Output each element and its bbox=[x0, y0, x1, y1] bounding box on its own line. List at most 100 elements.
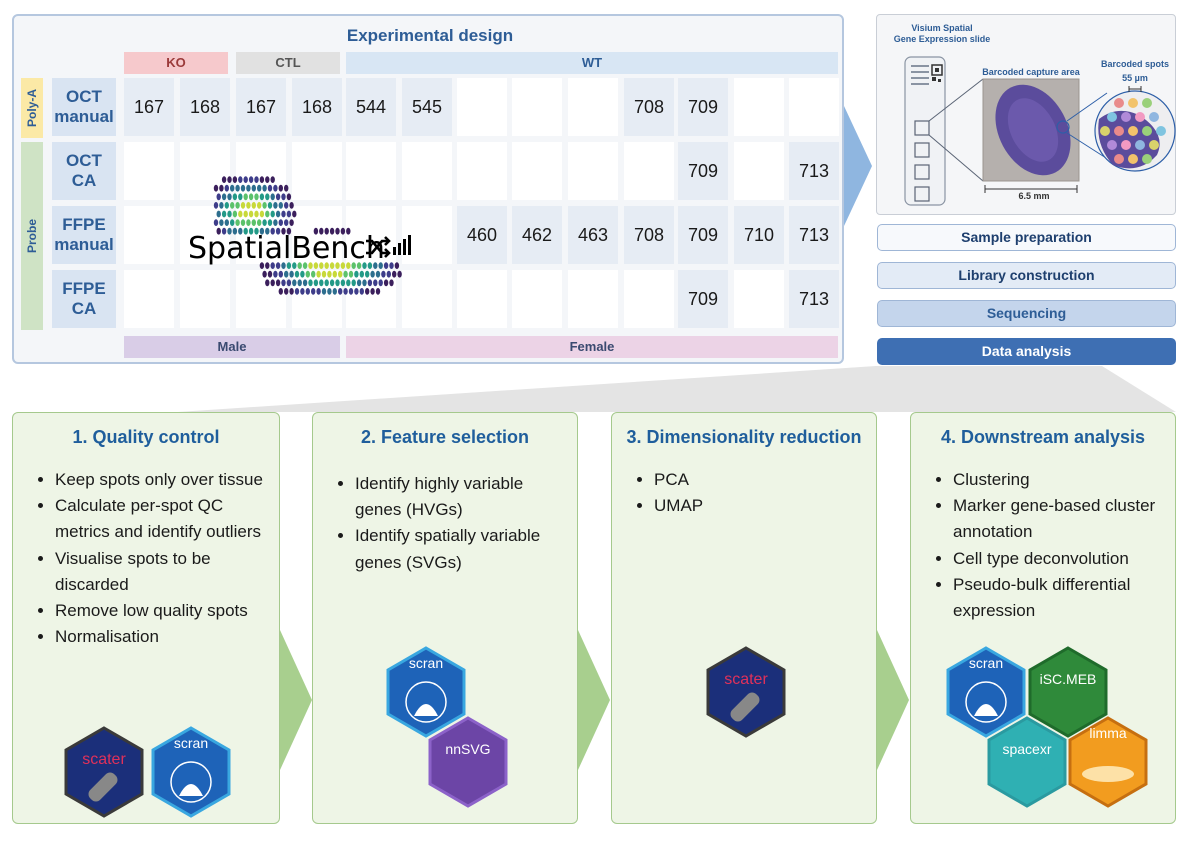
arrow-qc-to-fs bbox=[280, 630, 312, 770]
capture-square-1 bbox=[914, 120, 930, 136]
scran-hex-logo: scran bbox=[151, 726, 231, 818]
design-cell bbox=[568, 142, 618, 200]
card-title: 2. Feature selection bbox=[360, 427, 530, 447]
card-bullet-list: Identify highly variable genes (HVGs) Id… bbox=[333, 471, 567, 576]
footer-female: Female bbox=[346, 336, 838, 358]
list-item: Clustering bbox=[953, 467, 1165, 493]
list-item: Calculate per-spot QC metrics and identi… bbox=[55, 493, 269, 545]
design-cell bbox=[346, 142, 396, 200]
design-cell bbox=[512, 78, 562, 136]
area-size-label: 6.5 mm bbox=[1018, 191, 1050, 201]
card-quality-control: 1. Quality control Keep spots only over … bbox=[12, 412, 280, 824]
design-cell: 713 bbox=[789, 206, 839, 264]
design-cell bbox=[292, 142, 342, 200]
capture-square-4 bbox=[914, 186, 930, 202]
design-cell bbox=[624, 270, 674, 328]
isc-meb-hex-logo: iSC.MEB bbox=[1028, 646, 1108, 738]
logo-label: scran bbox=[969, 655, 1003, 671]
design-cell: 168 bbox=[292, 78, 342, 136]
logo-label: iSC.MEB bbox=[1040, 671, 1097, 687]
step-library-construction: Library construction bbox=[877, 262, 1176, 289]
design-cell: 708 bbox=[624, 78, 674, 136]
list-item: Normalisation bbox=[55, 624, 269, 650]
shuffle-icon bbox=[366, 236, 391, 258]
visium-illustration bbox=[904, 56, 1176, 206]
capture-square-3 bbox=[914, 164, 930, 180]
list-item: PCA bbox=[654, 467, 866, 493]
side-label-probe: Probe bbox=[21, 142, 43, 330]
step-data-analysis: Data analysis bbox=[877, 338, 1176, 365]
design-cell bbox=[734, 270, 784, 328]
nnsvg-hex-logo: nnSVG bbox=[428, 716, 508, 808]
logo-label: scater bbox=[82, 751, 126, 768]
bars-icon bbox=[393, 235, 411, 255]
design-cell bbox=[180, 206, 230, 264]
limma-hex-logo: limma bbox=[1068, 716, 1148, 808]
scran-hex-logo: scran bbox=[386, 646, 466, 738]
scater-hex-logo: scater bbox=[64, 726, 144, 818]
design-cell bbox=[512, 270, 562, 328]
capture-area-label: Barcoded capture area bbox=[982, 67, 1080, 77]
card-dimensionality-reduction: 3. Dimensionality reduction PCA UMAP bbox=[611, 412, 877, 824]
list-item: Keep spots only over tissue bbox=[55, 467, 269, 493]
design-cell bbox=[568, 78, 618, 136]
experimental-design-panel: Experimental design KO CTL WT Poly-A Pro… bbox=[12, 14, 844, 364]
scran-hex-logo: scran bbox=[946, 646, 1026, 738]
design-cell: 713 bbox=[789, 270, 839, 328]
card-title: 4. Downstream analysis bbox=[940, 427, 1146, 447]
design-cell: 709 bbox=[678, 206, 728, 264]
list-item: Cell type deconvolution bbox=[953, 546, 1165, 572]
design-cell bbox=[789, 78, 839, 136]
spacexr-hex-logo: spacexr bbox=[987, 716, 1067, 808]
spots-label: Barcoded spots bbox=[1100, 59, 1169, 69]
design-cell: 167 bbox=[236, 78, 286, 136]
design-cell: 167 bbox=[124, 78, 174, 136]
card-bullet-list: Keep spots only over tissue Calculate pe… bbox=[33, 467, 269, 650]
design-cell bbox=[457, 142, 507, 200]
list-item: Visualise spots to be discarded bbox=[55, 546, 269, 598]
logo-label: nnSVG bbox=[445, 741, 490, 757]
data-analysis-funnel bbox=[178, 366, 1176, 412]
design-cell: 462 bbox=[512, 206, 562, 264]
design-cell bbox=[734, 78, 784, 136]
scater-hex-logo: scater bbox=[706, 646, 786, 738]
group-ctl-header: CTL bbox=[236, 52, 340, 74]
group-wt-header: WT bbox=[346, 52, 838, 74]
design-cell: 168 bbox=[180, 78, 230, 136]
design-cell: 463 bbox=[568, 206, 618, 264]
design-cell bbox=[457, 78, 507, 136]
spatialbench-logo-text: SpatialBench bbox=[188, 231, 385, 266]
design-cell bbox=[512, 142, 562, 200]
design-cell bbox=[402, 270, 452, 328]
design-cell: 710 bbox=[734, 206, 784, 264]
logo-label: spacexr bbox=[1002, 741, 1051, 757]
design-cell: 709 bbox=[678, 270, 728, 328]
design-cell bbox=[124, 142, 174, 200]
list-item: Identify highly variable genes (HVGs) bbox=[355, 471, 567, 523]
step-sequencing: Sequencing bbox=[877, 300, 1176, 327]
design-cell: 545 bbox=[402, 78, 452, 136]
list-item: Pseudo-bulk differential expression bbox=[953, 572, 1165, 624]
design-cell bbox=[292, 206, 342, 264]
step-sample-preparation: Sample preparation bbox=[877, 224, 1176, 251]
spot-size-label: 55 µm bbox=[1122, 73, 1148, 83]
design-cell: 709 bbox=[678, 78, 728, 136]
capture-square-2 bbox=[914, 142, 930, 158]
qr-code-icon bbox=[931, 64, 943, 82]
list-item: Marker gene-based cluster annotation bbox=[953, 493, 1165, 545]
card-title: 1. Quality control bbox=[72, 427, 220, 447]
footer-male: Male bbox=[124, 336, 340, 358]
design-cell: 544 bbox=[346, 78, 396, 136]
list-item: Remove low quality spots bbox=[55, 598, 269, 624]
list-item: Identify spatially variable genes (SVGs) bbox=[355, 523, 567, 575]
design-cell bbox=[124, 270, 174, 328]
design-cell: 709 bbox=[678, 142, 728, 200]
design-title: Experimental design bbox=[346, 26, 514, 45]
logo-label: scater bbox=[724, 671, 768, 688]
design-cell: 708 bbox=[624, 206, 674, 264]
